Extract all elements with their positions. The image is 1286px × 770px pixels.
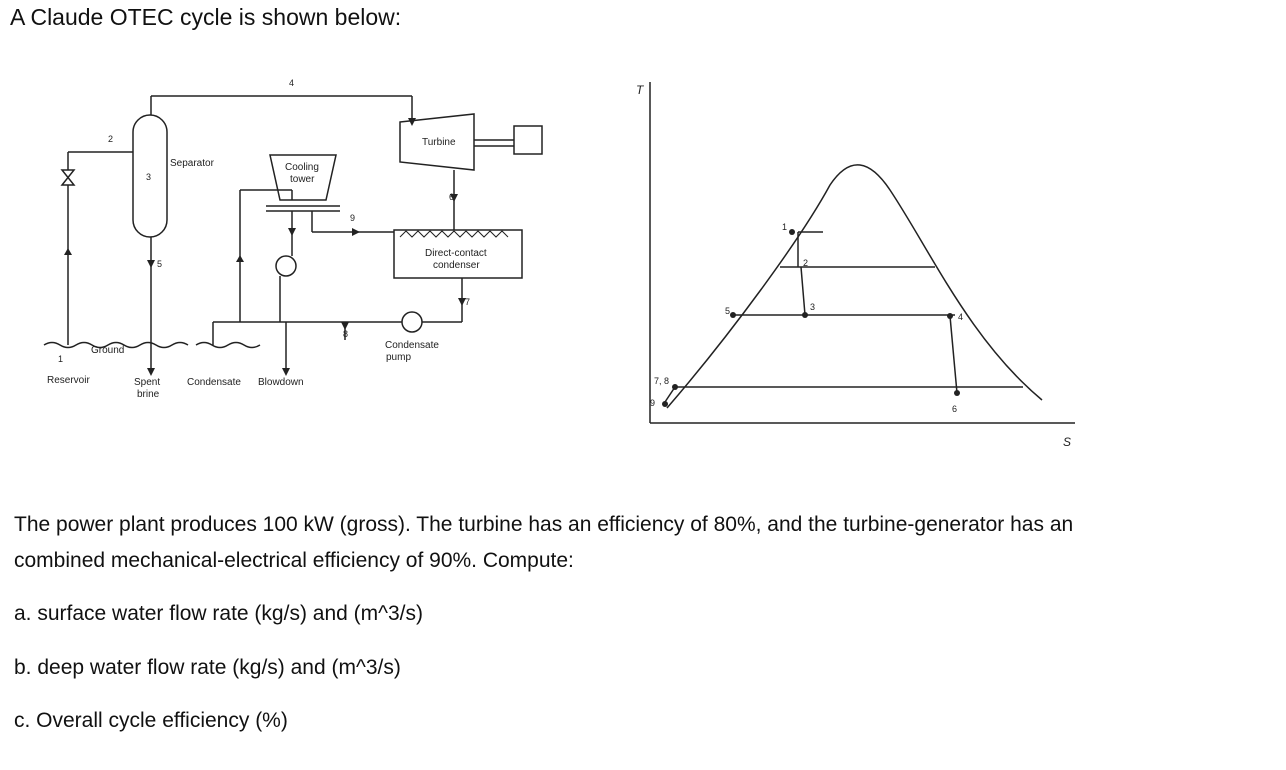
cooling-tower-icon <box>269 154 337 201</box>
question-c: c. Overall cycle efficiency (%) <box>14 709 288 732</box>
condenser-label-2: condenser <box>433 260 480 271</box>
point-5: 5 <box>157 259 162 269</box>
ts-point-9: 9 <box>650 398 655 408</box>
saturation-dome <box>666 164 1043 409</box>
blowdown-label: Blowdown <box>258 377 304 388</box>
ts-point-5: 5 <box>725 306 730 316</box>
spray-nozzles <box>399 230 509 238</box>
point-1: 1 <box>58 354 63 364</box>
ts-point-2: 2 <box>803 258 808 268</box>
separator-label: Separator <box>170 158 215 169</box>
ts-point-4: 4 <box>958 312 963 322</box>
question-a: a. surface water flow rate (kg/s) and (m… <box>14 602 423 625</box>
point-8: 8 <box>343 329 348 339</box>
throttle-valve-icon <box>60 169 76 186</box>
point-3: 3 <box>146 172 151 182</box>
point-6: 6 <box>449 192 454 202</box>
condensate-label: Condensate <box>187 377 241 388</box>
question-b: b. deep water flow rate (kg/s) and (m^3/… <box>14 656 401 679</box>
ts-diagram: T S 1 2 3 4 5 6 7, 8 9 <box>636 82 1075 449</box>
s-axis-label: S <box>1063 435 1071 449</box>
ts-point-3: 3 <box>810 302 815 312</box>
point-9: 9 <box>350 213 355 223</box>
condensate-pump-label-1: Condensate <box>385 340 439 351</box>
turbine-label: Turbine <box>422 137 456 148</box>
point-4: 4 <box>289 78 294 88</box>
spent-brine-label-2: brine <box>137 389 160 400</box>
turbine-icon <box>399 113 475 171</box>
ts-point-7-8: 7, 8 <box>654 376 669 386</box>
ts-point-1: 1 <box>782 222 787 232</box>
t-axis-label: T <box>636 83 645 97</box>
generator-icon <box>513 125 543 155</box>
cooling-tower-label-2: tower <box>290 174 315 185</box>
cooling-tower-label-1: Cooling <box>285 162 319 173</box>
direct-contact-condenser <box>393 229 523 279</box>
point-2: 2 <box>108 134 113 144</box>
condenser-label-1: Direct-contact <box>425 248 487 259</box>
point-7: 7 <box>465 297 470 307</box>
page-heading: A Claude OTEC cycle is shown below: <box>10 4 402 30</box>
problem-statement-line-1: The power plant produces 100 kW (gross).… <box>14 513 1074 536</box>
otec-schematic: Separator Cooling tower Turbine Direct-c… <box>43 78 543 400</box>
condensate-pump-label-2: pump <box>386 352 411 363</box>
tower-pump-icon <box>275 255 297 277</box>
separator-vessel <box>132 114 168 238</box>
ground-label: Ground <box>91 345 124 356</box>
spent-brine-label-1: Spent <box>134 377 160 388</box>
reservoir-label: Reservoir <box>47 375 90 386</box>
problem-statement-line-2: combined mechanical-electrical efficienc… <box>14 549 574 572</box>
ts-point-6: 6 <box>952 404 957 414</box>
condensate-pump-icon <box>401 311 423 333</box>
